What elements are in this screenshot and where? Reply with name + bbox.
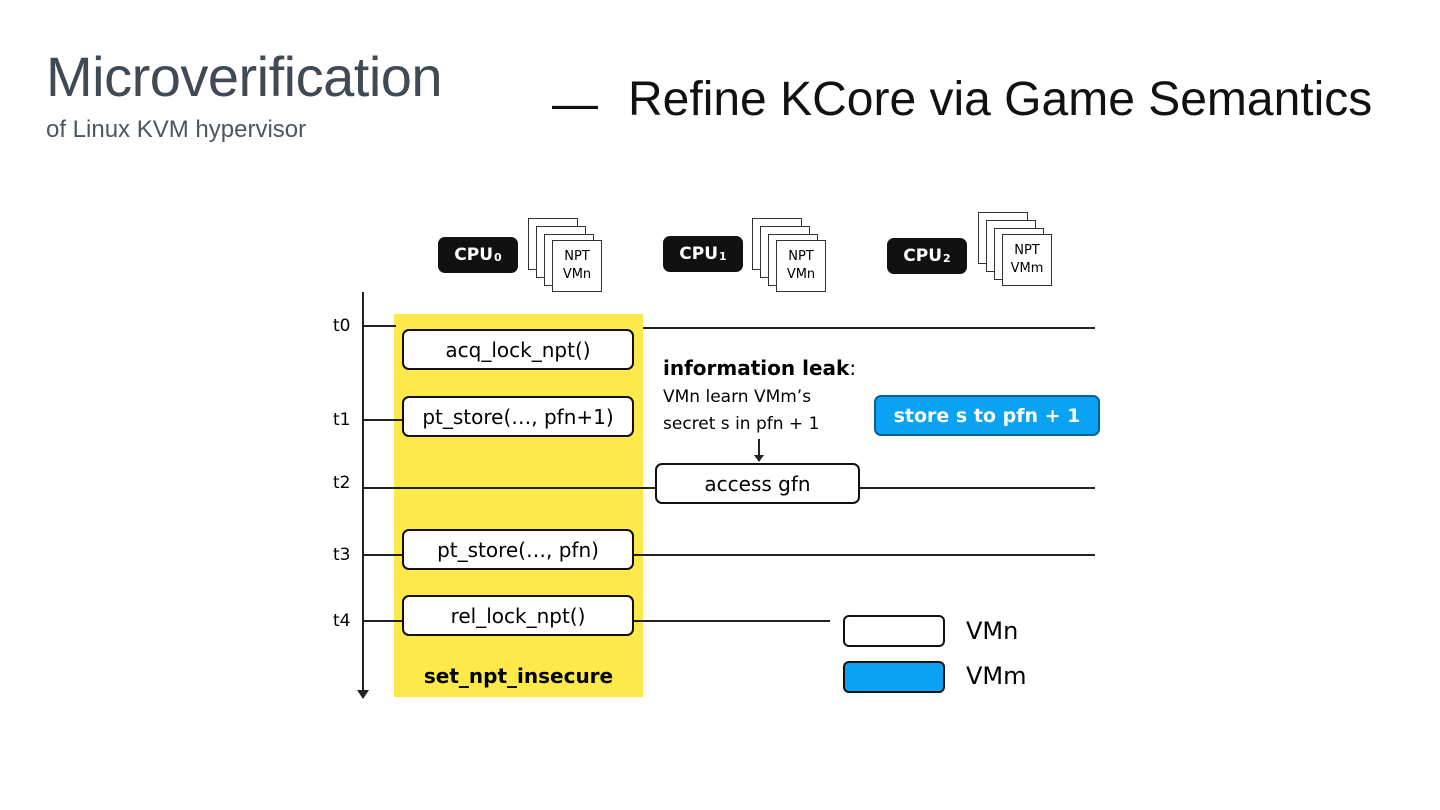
time-label-t0: t0 [333, 316, 351, 336]
t0-line-left [362, 325, 396, 327]
t4-line-left [362, 620, 402, 622]
cpu0-npt-label: NPT [564, 249, 590, 264]
cpu0-npt-stack: NPT VMn [528, 218, 602, 296]
slide-subtitle: of Linux KVM hypervisor [46, 116, 307, 143]
cpu1-npt-stack: NPT VMn [752, 218, 826, 296]
info-leak-line1: VMn learn VMm’s [663, 387, 812, 407]
leak-arrow-shaft [758, 439, 760, 456]
pt-store-pfn1-box: pt_store(…, pfn+1) [402, 396, 634, 437]
title-dash: — [552, 77, 598, 129]
cpu0-label: CPU [454, 245, 494, 265]
info-leak-title: information leak: [663, 356, 856, 380]
pt-store-pfn-box: pt_store(…, pfn) [402, 529, 634, 570]
set-npt-insecure-label: set_npt_insecure [423, 664, 614, 688]
legend-vmn-swatch [843, 615, 945, 647]
store-secret-box: store s to pfn + 1 [874, 395, 1100, 436]
t3-line-left [362, 554, 402, 556]
legend-vmm-label: VMm [966, 662, 1027, 690]
time-label-t3: t3 [333, 545, 351, 565]
cpu2-num: 2 [943, 251, 951, 265]
acq-lock-box: acq_lock_npt() [402, 329, 634, 370]
info-leak-colon: : [849, 356, 857, 380]
t1-line [362, 419, 402, 421]
cpu1-npt-label: NPT [788, 249, 814, 264]
cpu1-label: CPU [679, 244, 719, 264]
cpu0-vm-label: VMn [562, 267, 592, 282]
cpu2-npt-stack: NPT VMm [978, 212, 1052, 290]
t0-line-right [643, 327, 1095, 329]
cpu2-npt-label: NPT [1014, 243, 1040, 258]
t2-line-left [362, 487, 656, 489]
t4-line-right [634, 620, 830, 622]
access-gfn-box: access gfn [655, 463, 860, 504]
legend-vmm-swatch [843, 661, 945, 693]
info-leak-line2: secret s in pfn + 1 [663, 414, 820, 434]
legend-vmn-label: VMn [966, 617, 1019, 645]
time-label-t2: t2 [333, 473, 351, 493]
t2-line-right [860, 487, 1095, 489]
time-axis-arrow [357, 690, 369, 699]
time-axis [362, 292, 364, 692]
info-leak-title-text: information leak [663, 356, 850, 380]
cpu2-vm-label: VMm [1010, 261, 1044, 276]
critical-section-band [394, 314, 643, 697]
cpu2-label: CPU [903, 246, 943, 266]
slide-title: Microverification [46, 45, 443, 108]
time-label-t4: t4 [333, 611, 351, 631]
cpu1-num: 1 [719, 249, 727, 263]
slide-heading: Refine KCore via Game Semantics [628, 73, 1373, 126]
time-label-t1: t1 [333, 410, 351, 430]
cpu1-vm-label: VMn [786, 267, 816, 282]
leak-arrow-head [754, 455, 764, 462]
cpu0-num: 0 [494, 250, 502, 264]
rel-lock-box: rel_lock_npt() [402, 595, 634, 636]
t3-line-right [634, 554, 1095, 556]
